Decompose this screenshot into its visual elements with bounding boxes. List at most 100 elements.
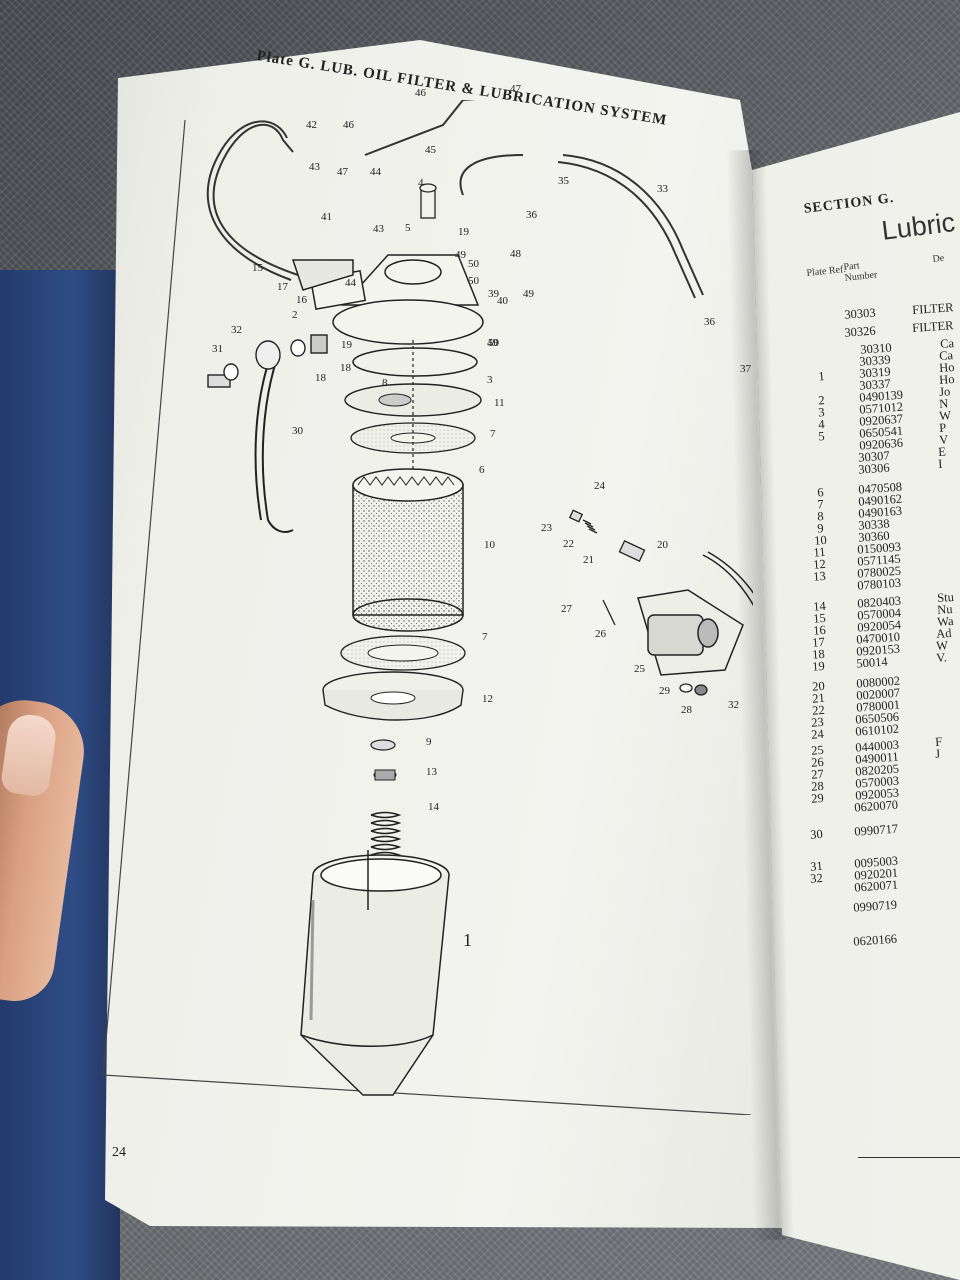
callout-number: 49	[523, 288, 535, 300]
plate-ref-cell: 1	[818, 369, 826, 384]
callout-number: 23	[541, 522, 553, 534]
col-header-description: De	[932, 252, 945, 265]
callout-number: 46	[343, 119, 355, 131]
callout-number: 25	[634, 663, 646, 675]
plate-ref-cell: 13	[812, 568, 827, 584]
callout-number: 44	[370, 166, 382, 178]
plate-ref-cell: 5	[817, 429, 825, 444]
callout-number: 13	[426, 766, 438, 778]
callout-number: 50	[468, 275, 480, 287]
callout-number: 6	[479, 464, 485, 476]
callout-number: 30	[292, 425, 304, 437]
spring-14	[370, 811, 402, 867]
callout-number: 5	[405, 222, 411, 234]
callout-number: 15	[252, 262, 264, 274]
parts-table-row: 19 50014 V.	[808, 650, 947, 674]
callout-number: 32	[231, 324, 242, 336]
callout-number: 50	[468, 258, 480, 270]
callout-number: 44	[345, 277, 357, 289]
description-cell: FILTER	[911, 300, 954, 317]
callout-number: 49	[455, 249, 467, 261]
plate-ref-cell: 30	[809, 826, 824, 842]
callout-number: 19	[458, 226, 470, 238]
callout-number: 42	[306, 119, 317, 131]
callout-number: 21	[583, 554, 594, 566]
callout-number: 7	[482, 631, 488, 643]
callout-number: 20	[657, 539, 669, 551]
filter-bowl-1	[300, 850, 450, 1096]
plate-ref-cell: 19	[811, 658, 826, 674]
callout-number: 48	[510, 248, 522, 260]
part-number-cell: 30326	[843, 323, 876, 340]
plate-ref-cell: 29	[810, 790, 824, 806]
callout-number: 33	[657, 183, 669, 195]
callout-number: 27	[561, 603, 573, 615]
relief-valve-body	[637, 551, 753, 676]
filter-element-10	[352, 468, 464, 632]
callout-number: 1	[463, 930, 472, 950]
callout-number: 43	[373, 223, 385, 235]
page-number: 24	[112, 1145, 126, 1160]
part-number-cell: 50014	[855, 654, 889, 671]
description-cell: FILTER	[911, 318, 954, 335]
callout-number: 7	[490, 428, 496, 440]
callout-number: 26	[595, 628, 607, 640]
callout-number: 49	[487, 337, 499, 349]
exploded-diagram	[103, 100, 753, 1115]
callout-number: 47	[510, 83, 522, 95]
felt-washer-7-lower	[340, 635, 466, 671]
filter-head	[291, 254, 484, 345]
callout-number: 4	[418, 177, 424, 189]
callout-number: 18	[340, 362, 352, 374]
gasket-3	[352, 347, 478, 377]
callout-number: 2	[292, 309, 298, 321]
callout-number: 39	[488, 288, 500, 300]
callout-number: 11	[494, 397, 505, 409]
callout-number: 45	[425, 144, 437, 156]
callout-number: 22	[563, 538, 574, 550]
callout-number: 32	[728, 699, 739, 711]
callout-number: 36	[704, 316, 716, 328]
callout-number: 18	[315, 372, 327, 384]
callout-number: 17	[277, 281, 289, 293]
description-cell: J	[934, 746, 941, 762]
callout-number: 10	[484, 539, 496, 551]
banjo-pipe-30	[254, 354, 294, 533]
plate-ref-cell: 32	[809, 870, 823, 886]
plate-12	[322, 671, 464, 721]
description-cell: V.	[935, 650, 948, 666]
frame-border	[103, 119, 752, 1115]
callout-number: 28	[681, 704, 693, 716]
pipe-33	[459, 154, 704, 299]
callout-number: 41	[321, 211, 332, 223]
part-number-cell: 0620071	[853, 877, 899, 895]
callout-number: 19	[341, 339, 353, 351]
callout-number: 12	[482, 693, 493, 705]
pipe-41	[206, 100, 476, 281]
nut-13	[373, 769, 397, 781]
bolt-4	[419, 183, 437, 219]
callout-number: 50	[488, 337, 500, 349]
callout-number: 43	[309, 161, 321, 173]
callout-number: 46	[415, 87, 427, 99]
banjo-32	[207, 334, 328, 388]
washer-9	[370, 739, 396, 751]
footer-rule	[858, 1157, 960, 1158]
callout-number: 3	[487, 374, 493, 386]
callout-number: 35	[558, 175, 570, 187]
callout-number: 37	[740, 363, 752, 375]
callout-number: 16	[296, 294, 308, 306]
callout-number: 8	[382, 377, 388, 389]
callout-number: 24	[594, 480, 606, 492]
callout-number: 14	[428, 801, 440, 813]
plate-ref-cell: 24	[811, 726, 825, 742]
valve-parts	[568, 509, 708, 696]
callout-number: 31	[212, 343, 223, 355]
callout-number: 47	[337, 166, 349, 178]
